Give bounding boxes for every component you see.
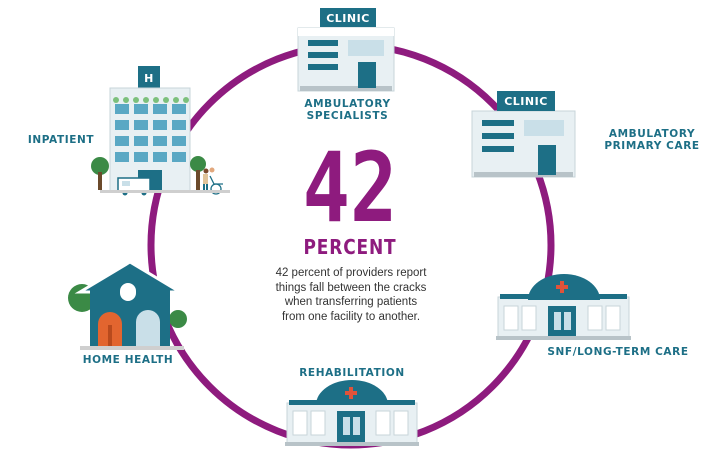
tree-icon [91,157,109,175]
headline-number: 42 [302,132,398,244]
rehabilitation-label: REHABILITATION [299,367,405,379]
red-cross-icon [556,281,568,293]
wheelchair-icon [209,167,223,195]
hospital-building-icon: H [91,66,230,196]
headline-unit: PERCENT [303,235,397,259]
headline-description: 42 percent of providers report things fa… [275,267,427,323]
long-term-care-building-icon [496,274,631,340]
inpatient-label: INPATIENT [27,134,95,146]
svg-text:CLINIC: CLINIC [504,95,548,108]
house-icon [68,260,187,350]
tree-icon [190,156,206,172]
svg-text:H: H [144,72,154,85]
clinic-building-specialists-icon: CLINIC [297,8,395,92]
snf-long-term-care-label: SNF/LONG-TERM CARE [547,346,689,358]
red-cross-icon [345,387,357,399]
home-health-label: HOME HEALTH [82,354,174,366]
ambulatory-primary-care-label: AMBULATORY PRIMARY CARE [604,128,700,152]
ambulatory-specialists-label: AMBULATORY SPECIALISTS [304,98,391,122]
svg-text:CLINIC: CLINIC [326,12,370,25]
clinic-building-primary-care-icon: CLINIC [471,91,576,178]
caregiver-icon [203,168,209,192]
rehabilitation-building-icon [285,380,419,446]
